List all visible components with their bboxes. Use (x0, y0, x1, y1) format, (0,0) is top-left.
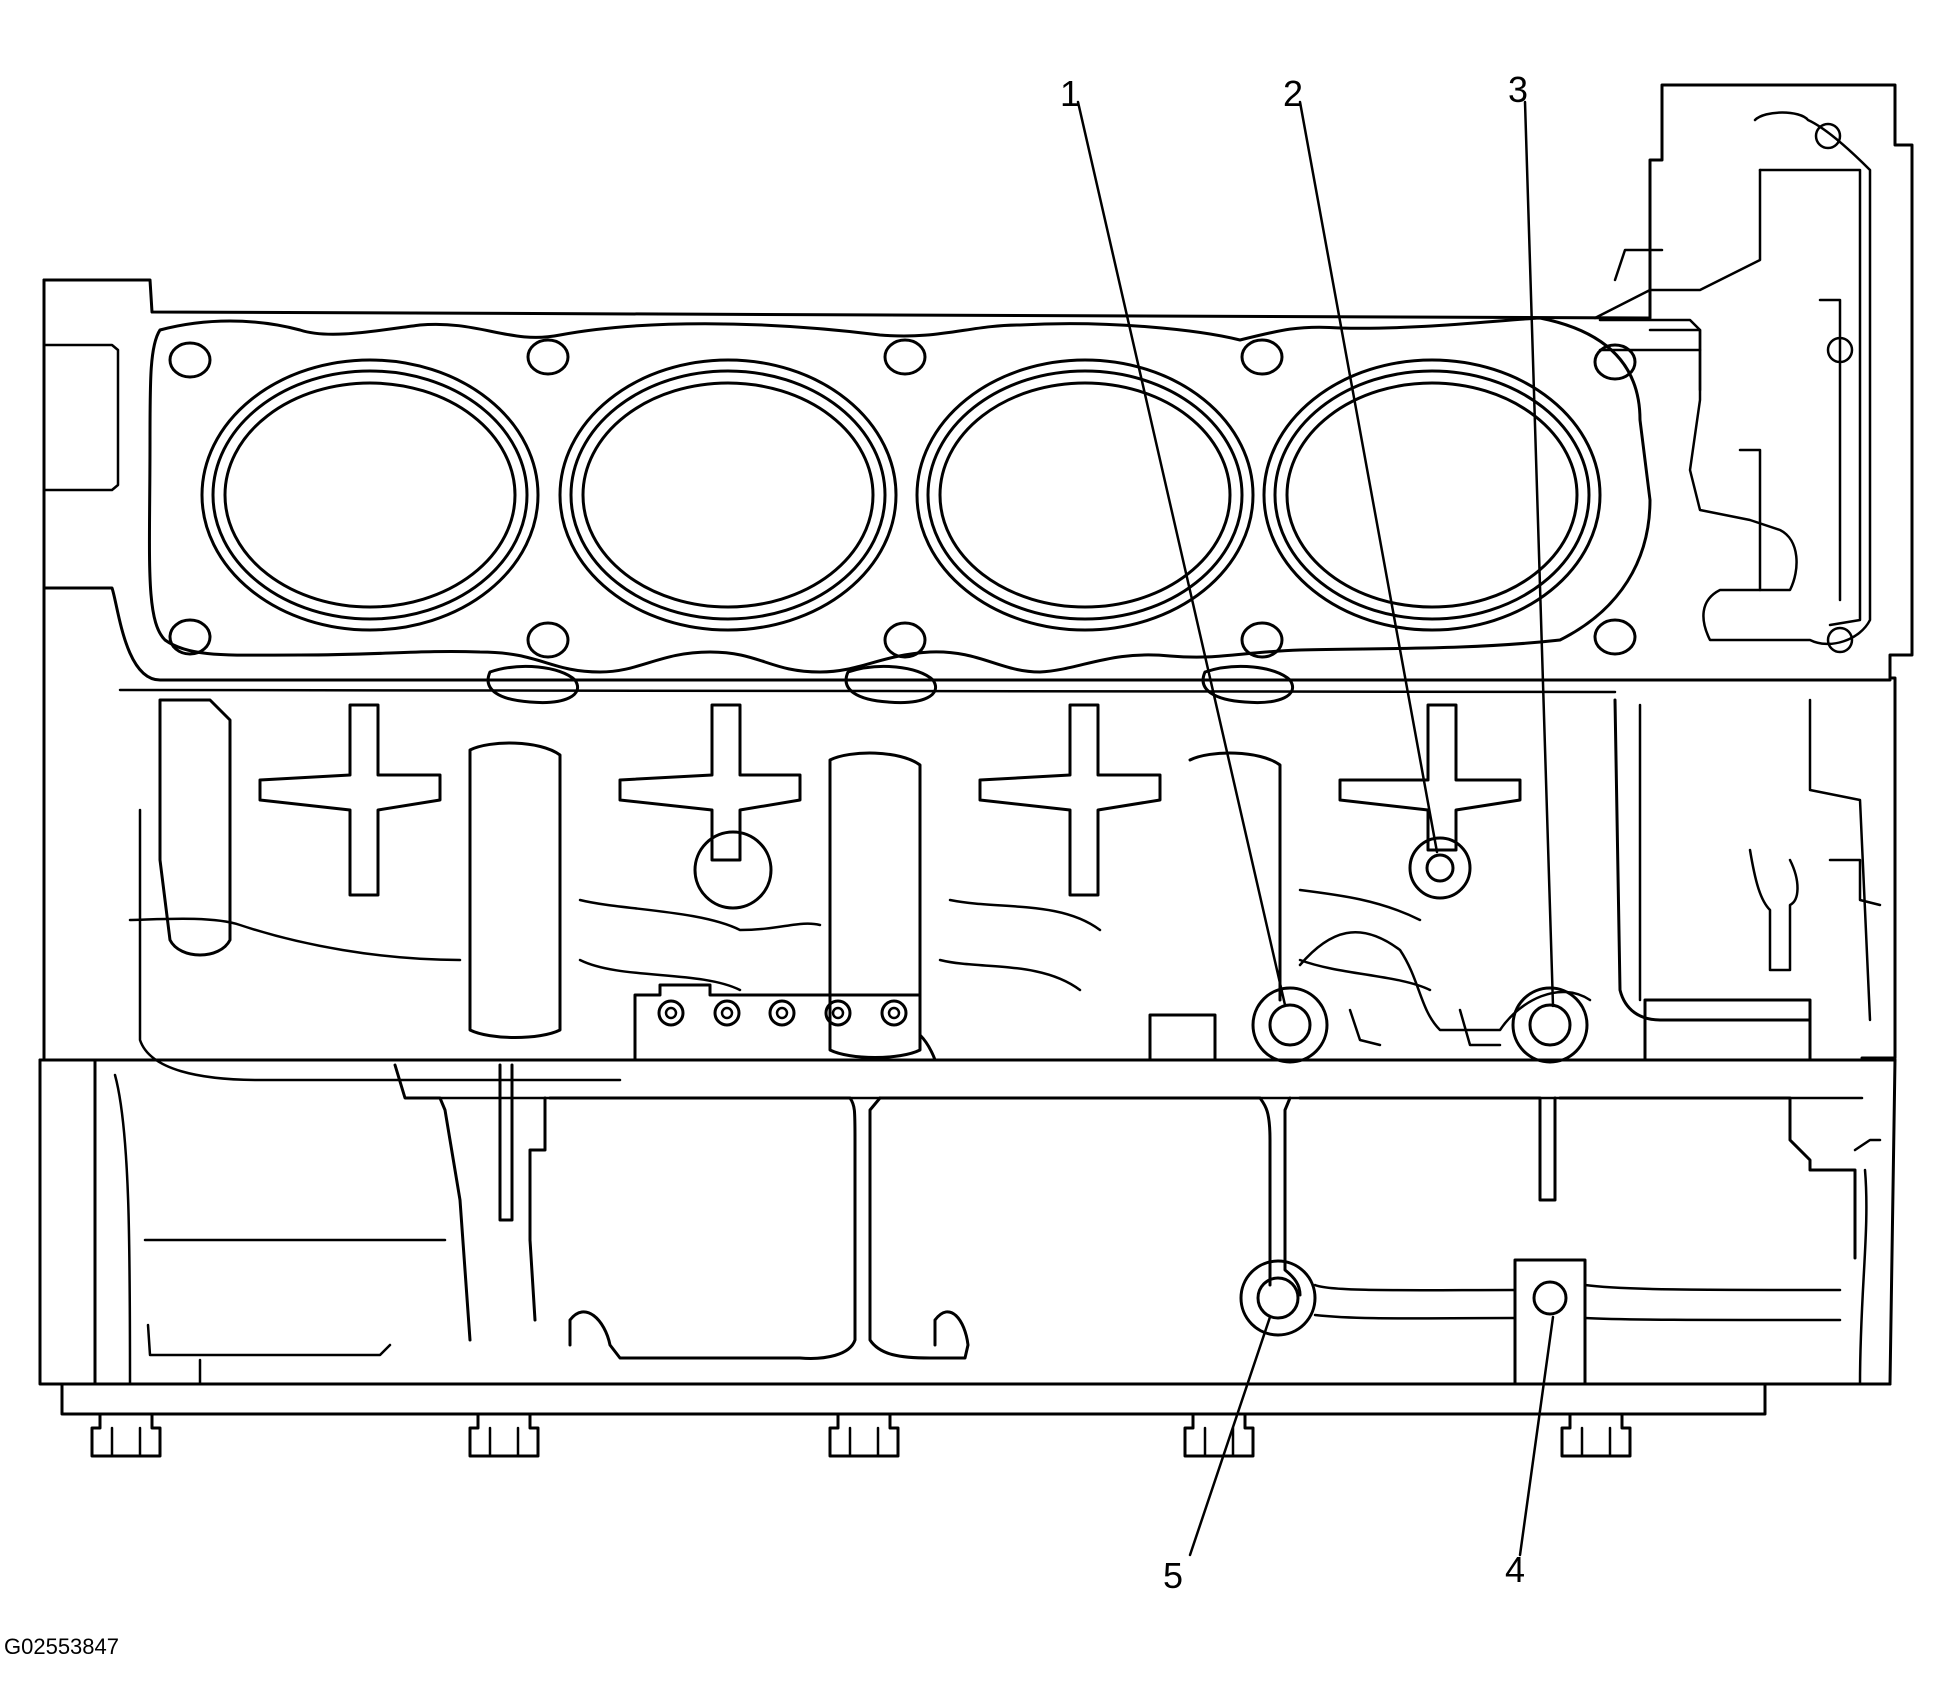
cylinder-bore-2 (558, 358, 898, 632)
oil-pan-rail (60, 1382, 1767, 1416)
callout-4-label: 4 (1505, 1549, 1525, 1590)
skirt-windows (128, 698, 1432, 1082)
coolant-slots (486, 664, 1294, 705)
cylinder-bore-1 (200, 358, 540, 632)
leader-4 (1518, 1315, 1555, 1557)
pan-bolt-1 (90, 1412, 162, 1458)
lower-bosses (1239, 1258, 1842, 1386)
callout-5-label: 5 (1163, 1555, 1183, 1596)
leader-5 (1188, 1315, 1272, 1557)
pan-bolt-5 (1560, 1412, 1632, 1458)
callout-labels: 1 2 3 4 5 (1060, 69, 1528, 1596)
callout-2-label: 2 (1283, 73, 1303, 114)
cylinder-bore-3 (915, 358, 1255, 632)
callout-3-label: 3 (1508, 69, 1528, 110)
leader-1 (1076, 100, 1287, 1007)
right-skirt (1613, 698, 1882, 1022)
gallery-plate (633, 983, 1812, 1062)
callout-1-label: 1 (1060, 73, 1080, 114)
block-upper-outline (42, 83, 1914, 1060)
deck-ledge (42, 586, 1892, 694)
leader-3 (1523, 100, 1555, 1008)
pan-bolts (90, 1412, 1632, 1458)
figure-code: G02553847 (4, 1634, 119, 1659)
pan-bolt-2 (468, 1412, 540, 1458)
timing-side-features (1593, 111, 1872, 654)
leader-2 (1298, 100, 1439, 854)
pan-bolt-3 (828, 1412, 900, 1458)
cylinder-bore-4 (1262, 358, 1602, 632)
head-gasket (147, 316, 1652, 674)
callout-leaders (1076, 100, 1555, 1557)
head-bolt-holes (168, 338, 1637, 659)
bearing-ribs (258, 703, 1522, 910)
bedplate (93, 1058, 1882, 1386)
pan-bolt-4 (1183, 1412, 1255, 1458)
oil-gallery-bosses (1251, 836, 1592, 1064)
